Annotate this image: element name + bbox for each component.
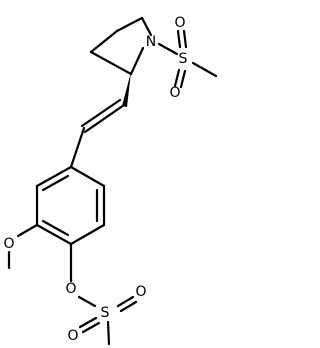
atom-o-s1-bottom: O	[169, 85, 180, 101]
bond-vinyl-2	[80, 98, 122, 128]
atom-o-s1-top: O	[174, 15, 185, 31]
bond-aryl-4	[69, 223, 106, 246]
bond-ring-c3-c4	[89, 29, 119, 54]
bond-s2-o-right-2	[119, 300, 138, 313]
atom-o-s2-right: O	[135, 284, 146, 300]
bond-s-o-bottom-1	[173, 68, 181, 88]
bond-n-s	[157, 42, 179, 56]
bond-ring-c2-n	[140, 16, 153, 37]
bond-s2-o-right-1	[116, 295, 135, 308]
bond-ring-n-c5	[129, 46, 145, 76]
bond-aryl-3	[35, 223, 73, 246]
bond-s-o-top-1	[176, 29, 182, 49]
bond-s-o-bottom-2	[179, 69, 187, 89]
bond-ring-c4-c5	[89, 50, 133, 76]
atom-o-s2-left: O	[67, 328, 78, 344]
molecule-structure: N S O O O O S O O	[3, 15, 218, 346]
bond-aryl-3-inner	[41, 219, 70, 237]
atom-s2: S	[101, 305, 110, 321]
bond-s-o-top-2	[182, 29, 188, 49]
bond-aryl-1-inner	[41, 174, 70, 192]
bond-aryl-6	[69, 165, 106, 188]
bond-s2-o-left-2	[81, 321, 101, 334]
atom-labels: N S O O O O S O O	[3, 15, 187, 344]
bond-ring-c3-c2	[115, 16, 144, 33]
bond-s-methyl	[191, 61, 218, 78]
atom-s1: S	[179, 51, 188, 67]
atom-o-methoxy: O	[3, 236, 14, 252]
bond-s2-methyl	[106, 320, 111, 346]
atom-o-ester: O	[65, 281, 76, 297]
bond-oester-s	[77, 295, 97, 308]
bond-stereo-wedge	[122, 72, 131, 107]
atom-n1: N	[146, 34, 156, 50]
bond-aryl-ome	[16, 223, 39, 238]
bond-aryl-1	[35, 165, 73, 188]
bond-s2-o-left-1	[78, 316, 98, 329]
bond-vinyl-1	[83, 103, 126, 134]
bond-vinyl-aryl	[69, 126, 86, 169]
bonds	[7, 16, 218, 346]
